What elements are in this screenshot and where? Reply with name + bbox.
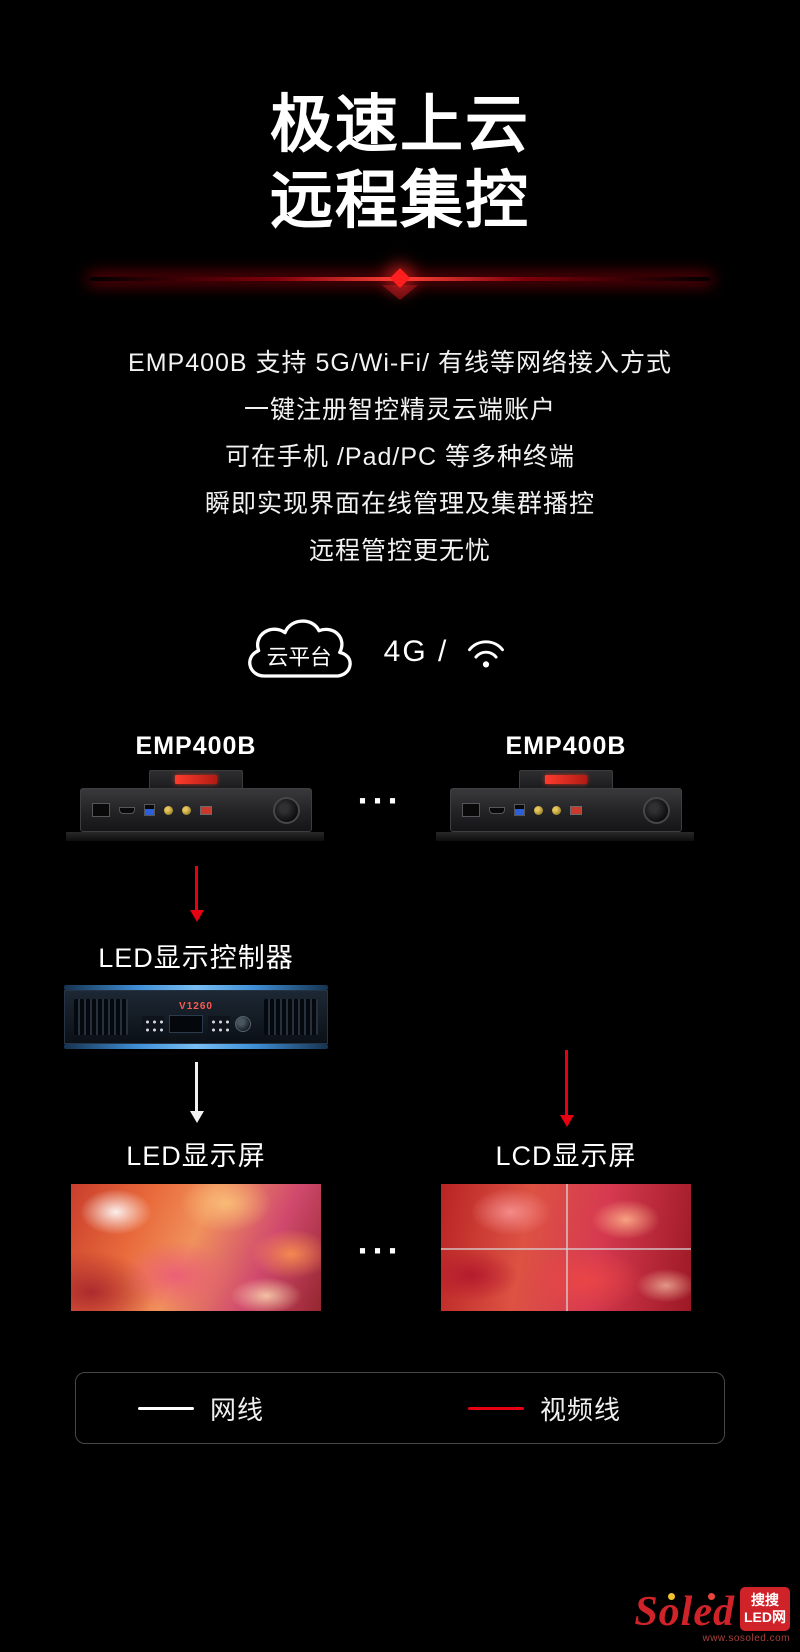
- description-line: 可在手机 /Pad/PC 等多种终端: [225, 443, 575, 471]
- power-switch: [200, 805, 212, 815]
- emp400b-label-right: EMP400B: [505, 732, 627, 760]
- description-line: 远程管控更无忧: [308, 537, 491, 565]
- emp400b-label-left: EMP400B: [135, 732, 257, 760]
- white-line-swatch: [138, 1406, 194, 1410]
- emp400b-device-left: [66, 770, 324, 841]
- logo-row: Soled 搜搜 LED网: [634, 1587, 790, 1633]
- emp-led-indicator: [545, 775, 587, 784]
- hdmi-port: [119, 806, 135, 814]
- logo-wordmark: Soled: [634, 1589, 735, 1636]
- emp-mount-base: [66, 832, 324, 841]
- controller-controls: [141, 1015, 251, 1033]
- ethernet-port: [92, 803, 110, 817]
- title-line-2: 远程集控: [270, 165, 530, 236]
- legend-network-cable: 网线: [138, 1373, 264, 1443]
- hdmi-port: [489, 806, 505, 814]
- logo-badge-line-1: 搜搜: [751, 1592, 779, 1609]
- site-url: www.sosoled.com: [702, 1633, 790, 1644]
- button-grid: [207, 1016, 230, 1032]
- ethernet-port: [462, 803, 480, 817]
- emp-led-indicator: [175, 775, 217, 784]
- network-4g-label: 4G /: [383, 635, 449, 668]
- description-line: 瞬即实现界面在线管理及集群播控: [204, 490, 595, 518]
- cloud-platform-label: 云平台: [266, 645, 331, 670]
- arrow-controller-to-led-display: [195, 1062, 198, 1112]
- description-block: EMP400B 支持 5G/Wi-Fi/ 有线等网络接入方式 一键注册智控精灵云…: [0, 350, 800, 585]
- emp-mount-base: [436, 832, 694, 841]
- button-grid: [141, 1016, 164, 1032]
- red-line-swatch: [468, 1406, 524, 1410]
- title-line-1: 极速上云: [270, 90, 530, 160]
- emp-top-module: [519, 770, 613, 788]
- site-logo: Soled 搜搜 LED网 www.sosoled.com: [634, 1587, 790, 1644]
- video-wall-bezel-horizontal: [441, 1247, 691, 1250]
- glow-divider: [90, 268, 710, 308]
- logo-dot-icon: [708, 1593, 716, 1601]
- emp-front-panel: [450, 788, 682, 832]
- logo-badge-line-2: LED网: [744, 1609, 786, 1625]
- controller-accent-strip: [64, 985, 328, 990]
- controller-front-panel: V1260: [64, 990, 328, 1044]
- usb-port: [144, 804, 155, 816]
- antenna-connector: [164, 805, 173, 815]
- emp400b-device-right: [436, 770, 694, 841]
- ellipsis-displays: ···: [357, 1230, 403, 1271]
- description-line: EMP400B 支持 5G/Wi-Fi/ 有线等网络接入方式: [128, 349, 672, 377]
- legend-network-label: 网线: [210, 1394, 265, 1425]
- antenna-connector: [182, 805, 191, 815]
- legend-video-label: 视频线: [540, 1394, 622, 1425]
- controller-center-panel: V1260: [136, 1001, 256, 1033]
- led-controller-device: V1260: [64, 985, 328, 1049]
- led-display-label: LED显示屏: [126, 1141, 266, 1171]
- vent-grille: [264, 999, 318, 1035]
- arrow-emp-to-lcd-display: [565, 1050, 568, 1116]
- controller-label: LED显示控制器: [98, 943, 294, 973]
- power-socket: [643, 796, 670, 824]
- controller-model-text: V1260: [179, 1001, 213, 1012]
- antenna-connector: [534, 805, 543, 815]
- description-line: 一键注册智控精灵云端账户: [243, 396, 556, 424]
- arrow-emp-to-controller: [195, 866, 198, 911]
- emp-top-module: [149, 770, 243, 788]
- soled-logo-badge: 搜搜 LED网: [740, 1587, 790, 1631]
- lcd-video-wall-image: [441, 1184, 691, 1311]
- controller-accent-strip: [64, 1044, 328, 1049]
- legend-video-cable: 视频线: [468, 1373, 621, 1443]
- antenna-connector: [552, 805, 561, 815]
- legend-box: 网线 视频线: [75, 1372, 725, 1444]
- control-knob: [234, 1016, 251, 1032]
- led-display-image: [71, 1184, 321, 1311]
- controller-screen: [168, 1015, 203, 1033]
- lcd-display-label: LCD显示屏: [495, 1141, 637, 1171]
- divider-arrow-icon: [382, 285, 418, 300]
- connectivity-row: 云平台 4G /: [0, 608, 772, 696]
- emp-front-panel: [80, 788, 312, 832]
- vent-grille: [74, 999, 128, 1035]
- soled-logo-text: Soled: [634, 1591, 735, 1633]
- wifi-icon: [464, 634, 508, 671]
- usb-port: [514, 804, 525, 816]
- logo-dot-icon: [668, 1593, 676, 1601]
- power-switch: [570, 805, 582, 815]
- cloud-icon: 云平台: [236, 608, 368, 696]
- power-socket: [273, 796, 300, 824]
- ellipsis-devices: ···: [357, 780, 403, 821]
- page-title: 极速上云 远程集控: [0, 88, 800, 239]
